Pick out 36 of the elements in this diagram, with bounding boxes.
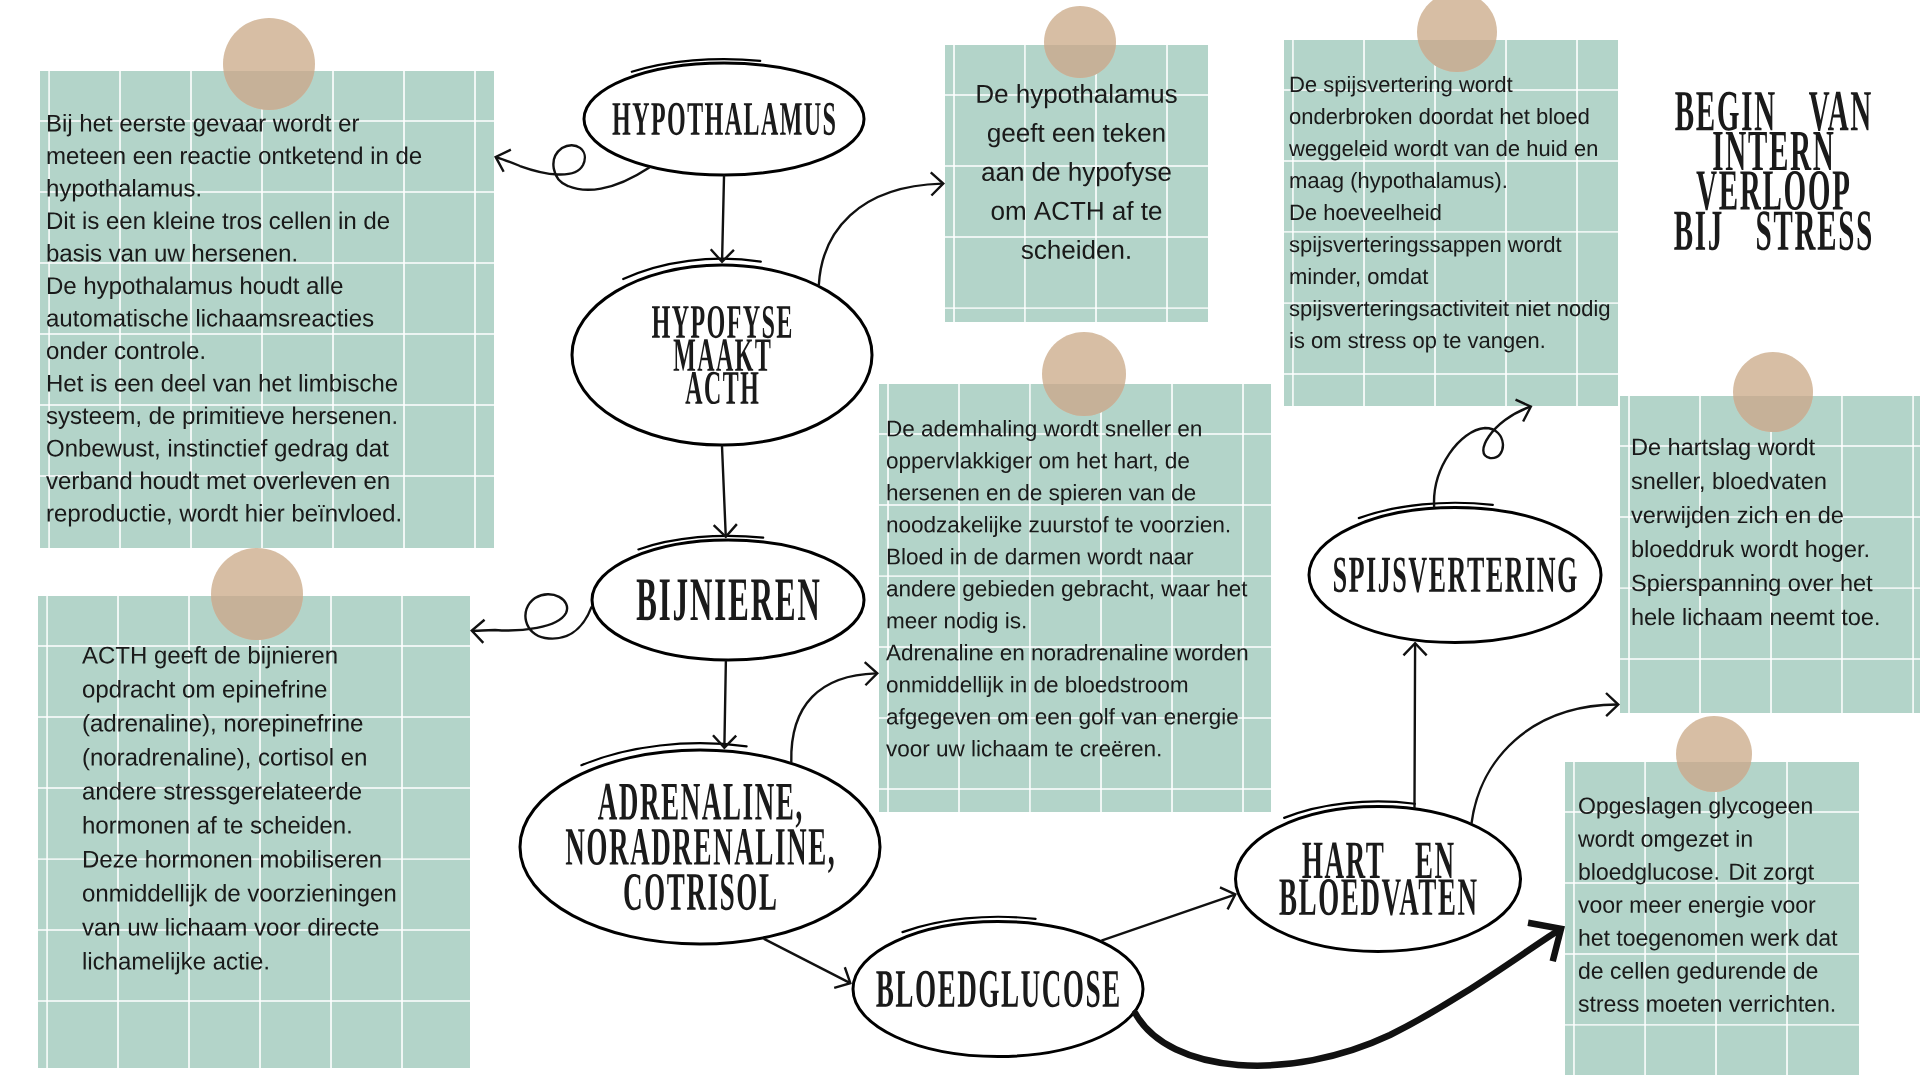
note-card: [38, 596, 470, 1068]
note-card: [1565, 762, 1859, 1075]
note-text: Adrenaline en noradrenaline worden onmiddellijk in de bloedstroom afgegeven om een golf van energie voor uw lichaam te creëren.: [886, 644, 1248, 757]
note-text: Het is een deel van het limbische systeem, de primitieve hersenen.: [46, 374, 398, 429]
curved-arrow: [790, 661, 879, 764]
note-text: De ademhaling wordt sneller en oppervlakkiger om het hart, de hersenen en de spieren van de noodzakelijke zuurstof te voorzien.: [886, 420, 1230, 537]
note-text: De hypothalamus houdt alle automatische lichaamsreacties onder controle.: [47, 276, 374, 360]
title: BEGIN VAN INTERN VERLOOP BIJ STRESS: [1674, 91, 1872, 251]
note-card: [1620, 396, 1920, 713]
arrow: [709, 175, 735, 264]
curly-arrow: [1432, 398, 1533, 508]
curved-arrow: [1131, 919, 1565, 1069]
note-text: Bij het eerste gevaar wordt er meteen een reactie ontketend in de hypothalamus.: [47, 114, 422, 202]
note-card: [945, 45, 1208, 322]
note-text: Dit is een kleine tros cellen in de basis van uw hersenen.: [47, 211, 390, 262]
curved-arrow: [1470, 692, 1621, 824]
note-text: ACTH geeft de bijnieren opdracht om epinefrine (adrenaline), norepinefrine (noradrenaline), cortisol en andere stressgerelateerde hormonen af te scheiden.: [82, 646, 366, 834]
note-text: De hoeveelheid spijsverteringssappen wordt minder, omdat spijsverteringsactiviteit niet nodig is om stress op te vangen.: [1289, 204, 1610, 353]
arrow: [1100, 886, 1237, 942]
arrow: [763, 937, 852, 990]
note-text: Bloed in de darmen wordt naar andere gebieden gebracht, waar het meer nodig is.: [886, 548, 1248, 633]
note-text: Deze hormonen mobiliseren onmiddellijk de voorzieningen van uw lichaam voor directe lichamelijke actie.: [82, 850, 396, 975]
note-card: [40, 71, 494, 548]
curly-arrow: [494, 144, 651, 191]
arrow: [712, 660, 738, 750]
note-text: Opgeslagen glycogeen wordt omgezet in bloedglucose. Dit zorgt voor meer energie voor het toegenomen werk dat de cellen gedurende de stress moeten verrichten.: [1578, 797, 1838, 1012]
note-text: Onbewust, instinctief gedrag dat verband houdt met overleven en reproductie, wordt hier beïnvloed.: [46, 439, 400, 527]
note-card: [879, 384, 1271, 812]
note-text: De hypothalamus geeft een teken aan de hypofyse om ACTH af te scheiden.: [977, 84, 1177, 260]
note-text: De hartslag wordt sneller, bloedvaten verwijden zich en de bloeddruk wordt hoger.: [1631, 438, 1868, 562]
arrow: [1402, 641, 1428, 809]
note-text: De spijsvertering wordt onderbroken doordat het bloed weggeleid wordt van de huid en maag (hypothalamus).: [1289, 76, 1597, 193]
curved-arrow: [817, 171, 945, 286]
note-card: [1284, 40, 1618, 406]
note-text: Spierspanning over het hele lichaam neemt toe.: [1632, 574, 1879, 626]
arrow: [712, 445, 738, 539]
